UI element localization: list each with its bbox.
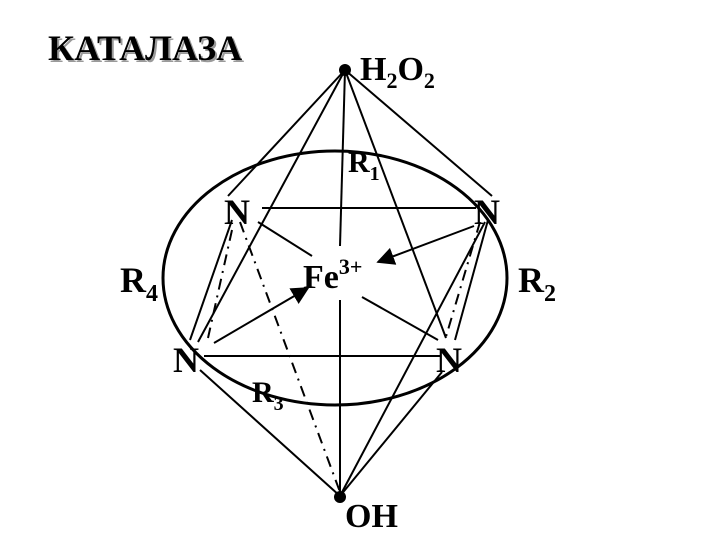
apex-to-n3 (344, 69, 447, 339)
r1-sub: 1 (370, 163, 380, 185)
h2o2-sub2: 2 (424, 68, 435, 93)
dash-n1-oh (239, 221, 341, 493)
nitrogen-plane (189, 207, 489, 357)
fe-label: Fe3+ (303, 254, 362, 296)
nitrogen-bottom-left: N (173, 340, 199, 380)
fe-charge: 3+ (339, 254, 363, 279)
title-group: КАТАЛАЗА КАТАЛАЗА (48, 28, 244, 70)
dashed-edges (207, 221, 481, 493)
apex-lines (197, 69, 493, 343)
h2o2-label: H2O2 (360, 51, 435, 93)
nitrogen-top-left: N (224, 192, 250, 232)
nitrogen-top-right: N (474, 192, 500, 232)
oh-to-n2 (339, 221, 486, 497)
fe-base: Fe (303, 259, 339, 296)
edge-n1-n4 (189, 219, 233, 341)
title: КАТАЛАЗА (48, 28, 242, 68)
arrow-n4-to-fe (213, 287, 310, 344)
r-group-labels: R1 R2 R3 R4 (120, 146, 556, 415)
r3-label: R3 (252, 376, 284, 415)
r4-label: R4 (120, 260, 158, 307)
dash-n1-n4 (207, 229, 233, 339)
h2o2-sub1: 2 (386, 68, 397, 93)
oh-to-n4 (199, 369, 341, 497)
apex-to-n1 (227, 69, 346, 197)
nitrogen-labels: N N N N (173, 192, 500, 380)
r3-sub: 3 (274, 393, 284, 415)
nitrogen-bottom-right: N (436, 340, 462, 380)
oh-label: OH (345, 498, 398, 535)
h2o2-apex-dot (339, 64, 351, 76)
r1-base: R (348, 146, 370, 179)
base-lines (199, 221, 486, 497)
r1-label: R1 (348, 146, 380, 185)
h2o2-h: H (360, 51, 386, 88)
arrow-n2-to-fe (376, 225, 475, 265)
fe-bonds (213, 221, 475, 344)
edge-n2-n3 (454, 219, 489, 341)
dash-n2-n3 (444, 221, 481, 341)
fe-to-n3 (361, 296, 439, 341)
title-shadow: КАТАЛАЗА (50, 30, 244, 70)
h2o2-label-group: H2O2 (360, 51, 435, 93)
porphyrin-ring (161, 149, 509, 407)
apex-to-n2 (344, 69, 493, 197)
r3-base: R (252, 376, 274, 409)
r4-base: R (120, 260, 147, 300)
r2-sub: 2 (544, 281, 556, 307)
r2-label: R2 (518, 260, 556, 307)
r2-base: R (518, 260, 545, 300)
oh-to-n3 (339, 371, 443, 497)
fe-label-group: Fe3+ (303, 254, 362, 296)
h2o2-o: O (397, 51, 423, 88)
r4-sub: 4 (146, 281, 158, 307)
n1-to-fe (257, 221, 313, 257)
apex-to-n4 (197, 69, 346, 343)
oh-apex-dot (334, 491, 346, 503)
apex-to-fe (339, 69, 346, 247)
